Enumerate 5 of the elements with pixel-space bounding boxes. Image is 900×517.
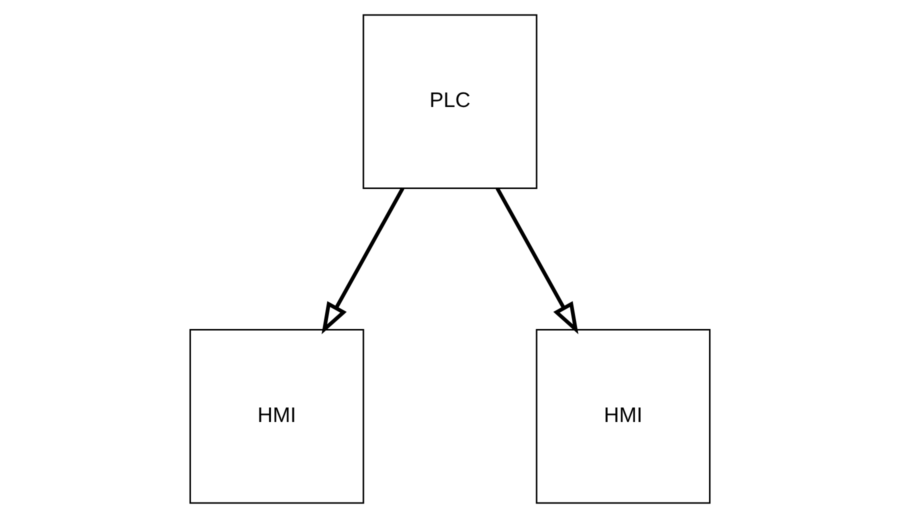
arrow [496,186,578,334]
node-box: HMI [189,328,364,504]
arrow [322,186,404,334]
node-box: HMI [536,328,711,504]
node-box: PLC [362,14,538,188]
